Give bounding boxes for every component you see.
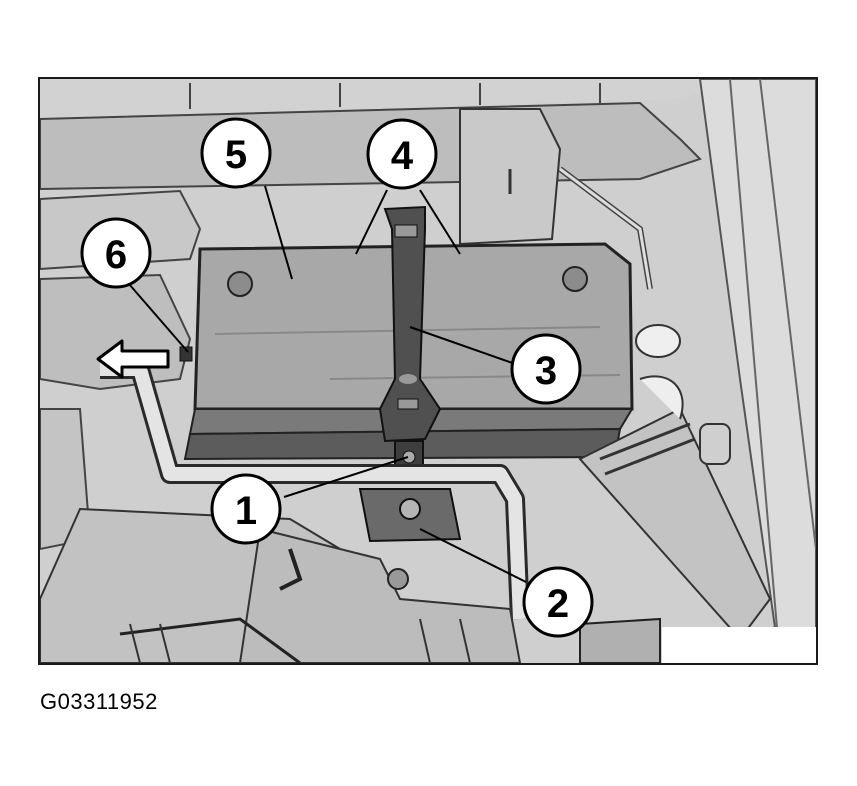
callout-1-label: 1 <box>235 489 257 533</box>
callout-1: 1 <box>210 473 282 545</box>
line-drawing: 5 4 6 3 1 2 <box>40 79 816 663</box>
callout-2-label: 2 <box>547 582 569 626</box>
callout-3-label: 3 <box>535 349 557 393</box>
callout-4: 4 <box>366 118 438 190</box>
callout-2: 2 <box>522 566 594 638</box>
callout-6-label: 6 <box>105 233 127 277</box>
left-arrow-icon <box>96 339 170 379</box>
callout-6: 6 <box>80 217 152 289</box>
callout-3: 3 <box>510 333 582 405</box>
figure-code: G03311952 <box>40 689 158 714</box>
battery-tray-illustration: 5 4 6 3 1 2 <box>38 77 818 665</box>
leader-lines <box>128 185 527 583</box>
callout-5-label: 5 <box>225 133 247 177</box>
callout-4-label: 4 <box>391 134 414 178</box>
callout-5: 5 <box>200 117 272 189</box>
